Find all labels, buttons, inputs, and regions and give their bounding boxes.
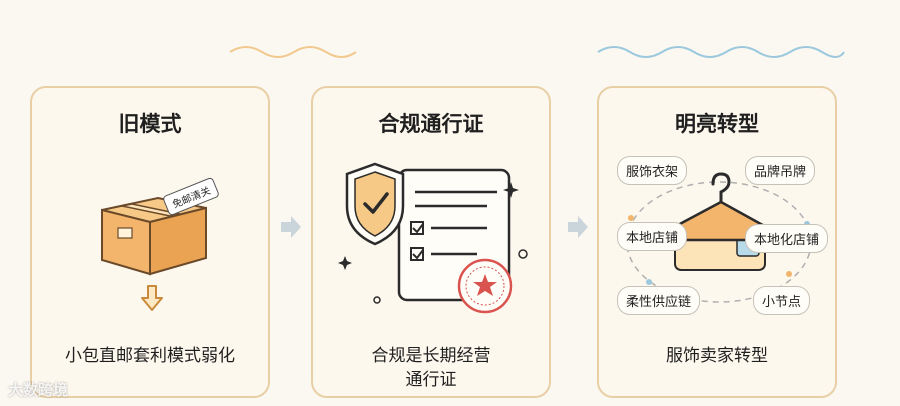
- card-caption-compliance: 合规是长期经营 通行证: [313, 344, 549, 392]
- right-arrow-icon: [281, 216, 301, 238]
- card-title-compliance: 合规通行证: [378, 112, 484, 136]
- card-title-old-model: 旧模式: [118, 112, 182, 136]
- card-transformation: 明亮转型 服饰衣架 品牌吊牌 本地店铺 本地化店铺 柔性供应链 小节点 服饰卖家…: [597, 86, 837, 398]
- card-old-model: 旧模式 免邮清关 小包直邮套利模式弱化: [30, 86, 270, 398]
- watermark-logo: 大数跨境: [8, 381, 69, 399]
- tag-localized-store: 本地化店铺: [745, 224, 829, 253]
- card-caption-compliance-line-2: 通行证: [405, 370, 457, 390]
- tag-small-node: 小节点: [753, 286, 811, 315]
- card-caption-old-model: 小包直邮套利模式弱化: [65, 346, 235, 366]
- card-caption-compliance-line-1: 合规是长期经营: [371, 346, 491, 366]
- tag-local-store: 本地店铺: [617, 222, 688, 251]
- card-caption-transformation: 服饰卖家转型: [666, 346, 768, 366]
- down-arrow-icon: [141, 285, 163, 311]
- card-compliance: 合规通行证 合规是长期经营 通行证: [311, 86, 551, 398]
- wave-decoration-left: [229, 46, 357, 58]
- tag-brand-label: 品牌吊牌: [745, 156, 816, 185]
- right-arrow-icon: [568, 216, 588, 238]
- card-title-transformation: 明亮转型: [675, 112, 759, 136]
- tag-clothing-hanger: 服饰衣架: [617, 156, 688, 185]
- compliance-document-icon: [338, 162, 528, 314]
- parcel-box-icon: [101, 196, 207, 276]
- tag-flexible-supply-chain: 柔性供应链: [617, 286, 701, 315]
- wave-decoration-right: [597, 46, 845, 58]
